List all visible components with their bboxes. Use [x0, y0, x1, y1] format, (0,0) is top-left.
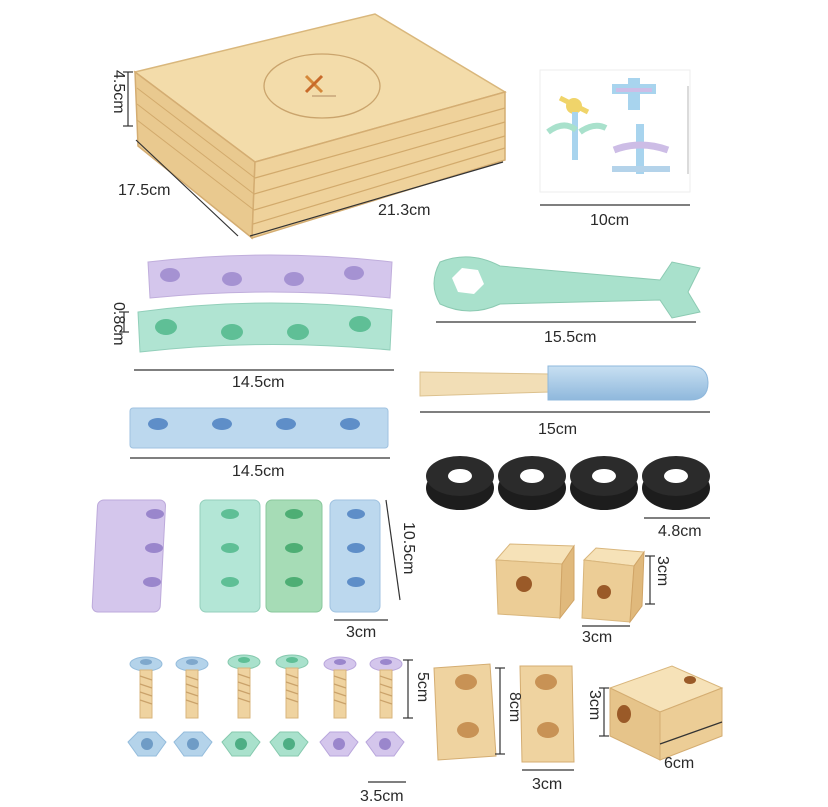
robot-figure-icon: [612, 78, 656, 110]
washer-4: [642, 456, 710, 510]
short-planks: [91, 499, 381, 613]
washer-2: [498, 456, 566, 510]
short-plank-blue: [329, 499, 381, 613]
rectangular-block: [608, 665, 724, 761]
curved-plank-length-label: 14.5cm: [232, 374, 285, 391]
washer-3: [570, 456, 638, 510]
nut-lavender-1: [319, 731, 359, 757]
instruction-card: [539, 69, 691, 193]
screwdriver: [419, 365, 709, 401]
nut-blue-2: [173, 731, 213, 757]
bolt-dimension-line: [403, 659, 413, 719]
washers: [426, 456, 710, 510]
cube-dimension-lines: [582, 555, 655, 627]
plank-thickness-label: 0.8cm: [110, 302, 127, 346]
box-depth-label: 17.5cm: [118, 182, 171, 199]
wooden-block-2: [519, 665, 575, 763]
bolt-lavender-2: [369, 656, 403, 719]
plank-dimension-lines: [119, 311, 394, 371]
nut-blue-1: [127, 731, 167, 757]
block-dimension-lines: [495, 667, 574, 771]
nut-mint-2: [269, 731, 309, 757]
cube-height-label: 3cm: [654, 556, 671, 587]
washer-diameter-label: 4.8cm: [658, 523, 702, 540]
bolts: [129, 654, 403, 719]
card-width-label: 10cm: [590, 212, 630, 229]
bolt-lavender-1: [323, 656, 357, 719]
bolt-blue-1: [129, 656, 163, 719]
curved-plank-lavender: [147, 254, 393, 299]
wrench: [433, 256, 701, 319]
box-dimension-lines: [123, 71, 504, 237]
rect-block-height-label: 3cm: [586, 690, 603, 721]
wooden-block-1: [433, 663, 497, 761]
box-logo-icon: [304, 74, 336, 97]
curved-plank-mint: [137, 302, 393, 353]
wrench-length-label: 15.5cm: [544, 329, 597, 346]
straight-plank-length-label: 14.5cm: [232, 463, 285, 480]
plane-figure-icon: [612, 124, 670, 174]
nut-width-label: 3.5cm: [360, 788, 404, 805]
box-width-label: 21.3cm: [378, 202, 431, 219]
flower-figure-icon: [546, 95, 608, 160]
bolt-mint-1: [227, 654, 261, 719]
bolt-blue-2: [175, 656, 209, 719]
nut-mint-1: [221, 731, 261, 757]
block-height-label: 8cm: [506, 692, 523, 723]
rect-block-dimension-lines: [599, 687, 723, 745]
cube-width-label: 3cm: [582, 629, 613, 646]
washer-1: [426, 456, 494, 510]
wooden-cube-2: [581, 547, 645, 624]
rect-block-width-label: 6cm: [664, 755, 695, 772]
short-plank-green: [265, 499, 323, 613]
box-height-label: 4.5cm: [110, 70, 127, 114]
nuts: [127, 731, 405, 757]
wooden-cube-1: [494, 543, 575, 620]
straight-plank-blue: [129, 407, 389, 449]
bolt-height-label: 5cm: [414, 672, 431, 703]
short-plank-lavender: [91, 499, 166, 613]
short-plank-height-label: 10.5cm: [400, 522, 417, 575]
wooden-box: [133, 13, 507, 240]
bolt-mint-2: [275, 654, 309, 719]
short-plank-dimension-lines: [334, 499, 401, 621]
screwdriver-length-label: 15cm: [538, 421, 578, 438]
short-plank-width-label: 3cm: [346, 624, 377, 641]
short-plank-mint: [199, 499, 261, 613]
block-width-label: 3cm: [532, 776, 563, 793]
nut-lavender-2: [365, 731, 405, 757]
